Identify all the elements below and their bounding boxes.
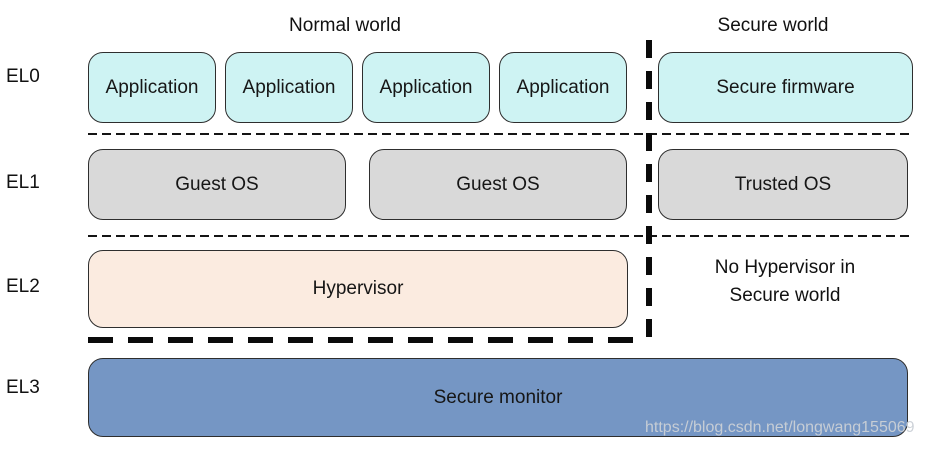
application-box-3: Application — [362, 52, 490, 123]
application-box-1: Application — [88, 52, 216, 123]
normal-world-title: Normal world — [289, 15, 401, 36]
el1-label: EL1 — [6, 172, 40, 193]
guest-os-box-1: Guest OS — [88, 149, 346, 220]
el1-el2-boundary-line — [88, 235, 910, 237]
world-separator-line — [646, 40, 652, 346]
secure-monitor-box: Secure monitor — [88, 358, 908, 437]
no-hypervisor-note: No Hypervisor in Secure world — [655, 254, 915, 310]
guest-os-box-2: Guest OS — [369, 149, 627, 220]
application-box-2: Application — [225, 52, 353, 123]
el2-label: EL2 — [6, 276, 40, 297]
watermark-url: https://blog.csdn.net/longwang155069 — [645, 419, 915, 436]
no-hypervisor-note-line2: Secure world — [729, 285, 841, 306]
secure-firmware-box: Secure firmware — [658, 52, 913, 123]
hypervisor-box: Hypervisor — [88, 250, 628, 328]
el0-el1-boundary-line — [88, 133, 910, 135]
application-box-4: Application — [499, 52, 627, 123]
no-hypervisor-note-line1: No Hypervisor in — [714, 257, 856, 278]
el3-label: EL3 — [6, 377, 40, 398]
el0-label: EL0 — [6, 66, 40, 87]
secure-world-title: Secure world — [717, 15, 829, 36]
el2-el3-boundary-line — [88, 337, 635, 343]
trusted-os-box: Trusted OS — [658, 149, 908, 220]
